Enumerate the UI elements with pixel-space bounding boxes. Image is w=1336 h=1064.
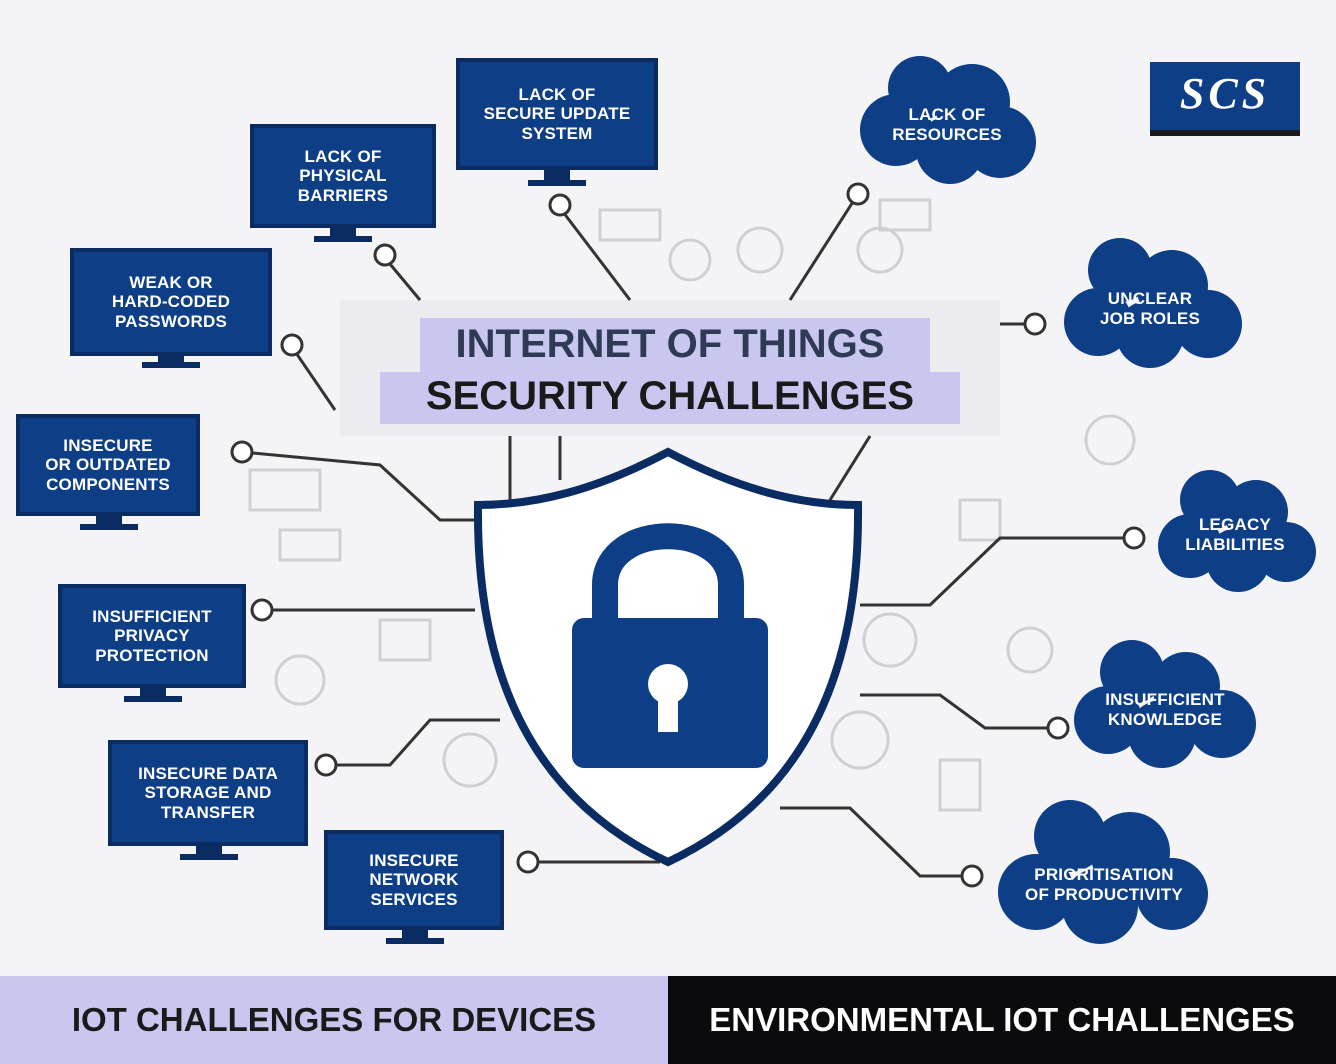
environmental-challenge-label: PRIORITISATION OF PRODUCTIVITY [1025,865,1183,904]
monitor-icon [70,248,272,368]
background-icons [248,198,1136,812]
cloud-icon [1064,238,1242,368]
device-challenge-label: INSUFFICIENT PRIVACY PROTECTION [92,606,212,665]
monitor-icon [16,414,200,530]
environmental-challenge-label: LEGACY LIABILITIES [1185,515,1285,554]
device-challenge-label: INSECURE DATA STORAGE AND TRANSFER [138,763,278,822]
cloud-icon [860,56,1036,184]
footer-devices: IOT CHALLENGES FOR DEVICES [0,976,668,1064]
environmental-challenge-label: LACK OF RESOURCES [892,105,1002,144]
padlock-icon [572,523,768,768]
monitor-icon [250,124,436,242]
diagram-title: INTERNET OF THINGS [455,322,885,366]
device-challenge-label: LACK OF SECURE UPDATE SYSTEM [483,84,631,143]
scs-logo [1150,62,1300,136]
environmental-challenge-label: UNCLEAR JOB ROLES [1099,289,1201,328]
title-highlight-2 [380,372,960,424]
device-monitors [16,58,658,944]
monitor-icon [58,584,246,702]
title-highlight-1 [420,318,930,372]
diagram-subtitle: SECURITY CHALLENGES [425,374,915,418]
device-challenge-label: WEAK OR HARD-CODED PASSWORDS [111,272,231,331]
monitor-icon [324,830,504,944]
device-challenge-label: INSECURE NETWORK SERVICES [369,850,459,909]
cloud-icon [1158,470,1316,592]
cloud-icon [998,800,1208,944]
device-challenge-label: INSECURE OR OUTDATED COMPONENTS [45,435,171,494]
monitor-icon [456,58,658,186]
cloud-icon [1074,640,1256,768]
connector-node-icon [230,182,1146,888]
logo-text: SCS [1179,69,1271,118]
environment-clouds [860,56,1316,944]
footer-environmental: ENVIRONMENTAL IOT CHALLENGES [668,976,1336,1064]
connector-lines [241,193,1134,878]
logo: SCS [1150,62,1300,130]
monitor-icon [108,740,308,860]
environmental-challenge-label: INSUFFICIENT KNOWLEDGE [1105,690,1225,729]
device-challenge-label: LACK OF PHYSICAL BARRIERS [297,146,389,205]
